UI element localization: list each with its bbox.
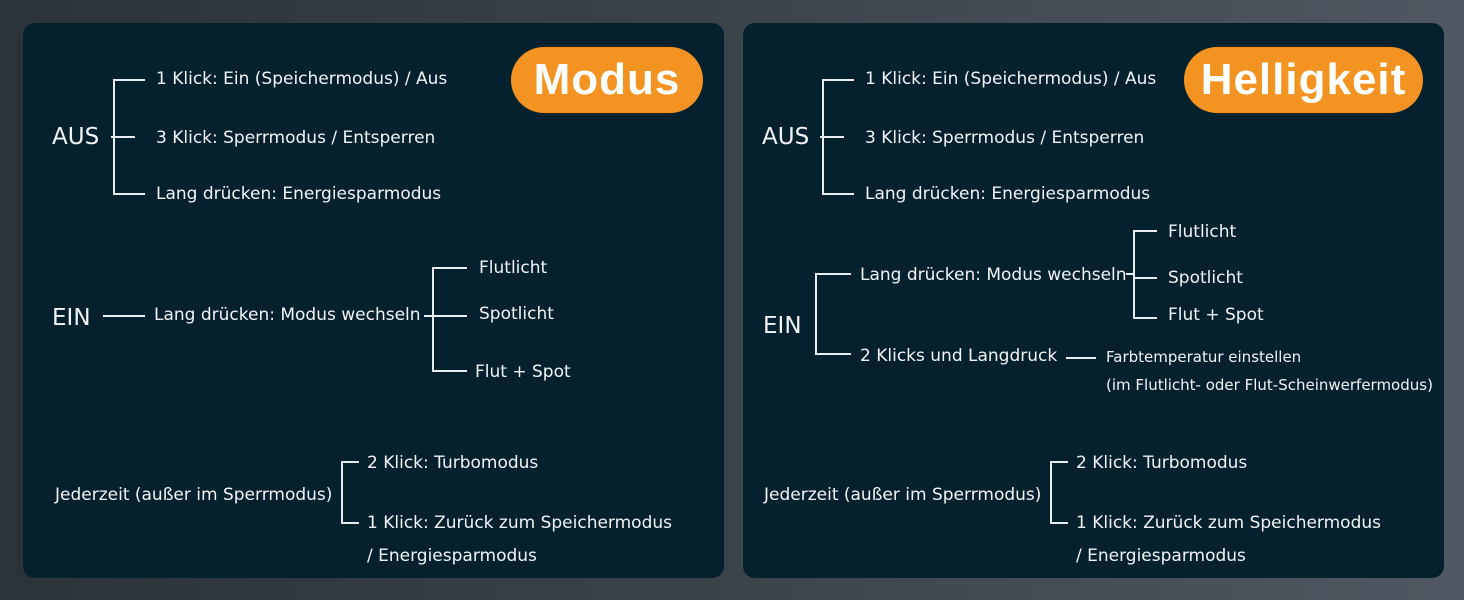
mode-flutlicht: Flutlicht (1168, 222, 1237, 242)
anytime-bracket (1050, 461, 1052, 524)
anytime-bracket (341, 461, 343, 524)
anytime-label: Jederzeit (außer im Sperrmodus) (764, 485, 1042, 505)
anytime-item-1: 2 Klick: Turbomodus (367, 453, 539, 473)
anytime-item-2: 1 Klick: Zurück zum Speichermodus (1076, 513, 1381, 533)
aus-item-3: Lang drücken: Energiesparmodus (865, 184, 1151, 204)
aus-item-1: 1 Klick: Ein (Speichermodus) / Aus (865, 69, 1157, 89)
aus-branch-3 (113, 193, 145, 195)
color-temp-connector (1066, 357, 1096, 359)
anytime-branch-1 (341, 461, 359, 463)
anytime-branch-1 (1050, 461, 1068, 463)
aus-branch-1 (113, 79, 145, 81)
ein-action-2: 2 Klicks und Langdruck (860, 346, 1058, 366)
aus-label: AUS (52, 124, 100, 150)
ein-mode-bracket (432, 267, 434, 372)
modus-badge: Modus (511, 47, 703, 113)
ein-mode-branch-1 (1133, 230, 1157, 232)
ein-label: EIN (52, 305, 91, 331)
ein-mode-branch-3 (1133, 317, 1157, 319)
ein-action: Lang drücken: Modus wechseln (154, 305, 421, 325)
anytime-label: Jederzeit (außer im Sperrmodus) (55, 485, 333, 505)
anytime-item-1: 2 Klick: Turbomodus (1076, 453, 1248, 473)
ein-connector (103, 315, 145, 317)
aus-item-2: 3 Klick: Sperrmodus / Entsperren (865, 128, 1145, 148)
ein-branch-1 (815, 273, 851, 275)
ein-branch-2 (815, 353, 851, 355)
anytime-item-3: / Energiesparmodus (367, 546, 537, 566)
mode-spotlicht: Spotlicht (479, 304, 554, 324)
ein-mode-connector (424, 315, 434, 317)
ein-mode-bracket (1133, 230, 1135, 319)
aus-item-3: Lang drücken: Energiesparmodus (156, 184, 442, 204)
aus-branch-1 (822, 79, 854, 81)
ein-label: EIN (763, 313, 802, 339)
ein-mode-branch-3 (432, 370, 467, 372)
anytime-branch-2 (1050, 522, 1068, 524)
mode-flutlicht: Flutlicht (479, 258, 548, 278)
anytime-branch-2 (341, 522, 359, 524)
aus-connector (111, 136, 135, 138)
modus-panel: Modus AUS 1 Klick: Ein (Speichermodus) /… (23, 23, 724, 578)
aus-branch-3 (822, 193, 854, 195)
anytime-item-3: / Energiesparmodus (1076, 546, 1246, 566)
ein-bracket (815, 273, 817, 355)
mode-spotlicht: Spotlicht (1168, 268, 1243, 288)
helligkeit-panel: Helligkeit AUS 1 Klick: Ein (Speichermod… (743, 23, 1444, 578)
aus-connector (820, 136, 844, 138)
aus-bracket (113, 79, 115, 195)
ein-mode-connector (1126, 273, 1135, 275)
ein-action-1: Lang drücken: Modus wechseln (860, 265, 1127, 285)
color-temp-note: (im Flutlicht- oder Flut-Scheinwerfermod… (1106, 376, 1433, 394)
ein-mode-branch-2 (432, 315, 467, 317)
color-temp-label: Farbtemperatur einstellen (1106, 348, 1302, 366)
aus-bracket (822, 79, 824, 195)
ein-mode-branch-1 (432, 267, 467, 269)
mode-flut-spot: Flut + Spot (1168, 305, 1264, 325)
aus-label: AUS (762, 124, 810, 150)
aus-item-1: 1 Klick: Ein (Speichermodus) / Aus (156, 69, 448, 89)
mode-flut-spot: Flut + Spot (475, 362, 571, 382)
anytime-item-2: 1 Klick: Zurück zum Speichermodus (367, 513, 672, 533)
helligkeit-badge: Helligkeit (1184, 47, 1423, 113)
ein-mode-branch-2 (1133, 277, 1157, 279)
aus-item-2: 3 Klick: Sperrmodus / Entsperren (156, 128, 436, 148)
